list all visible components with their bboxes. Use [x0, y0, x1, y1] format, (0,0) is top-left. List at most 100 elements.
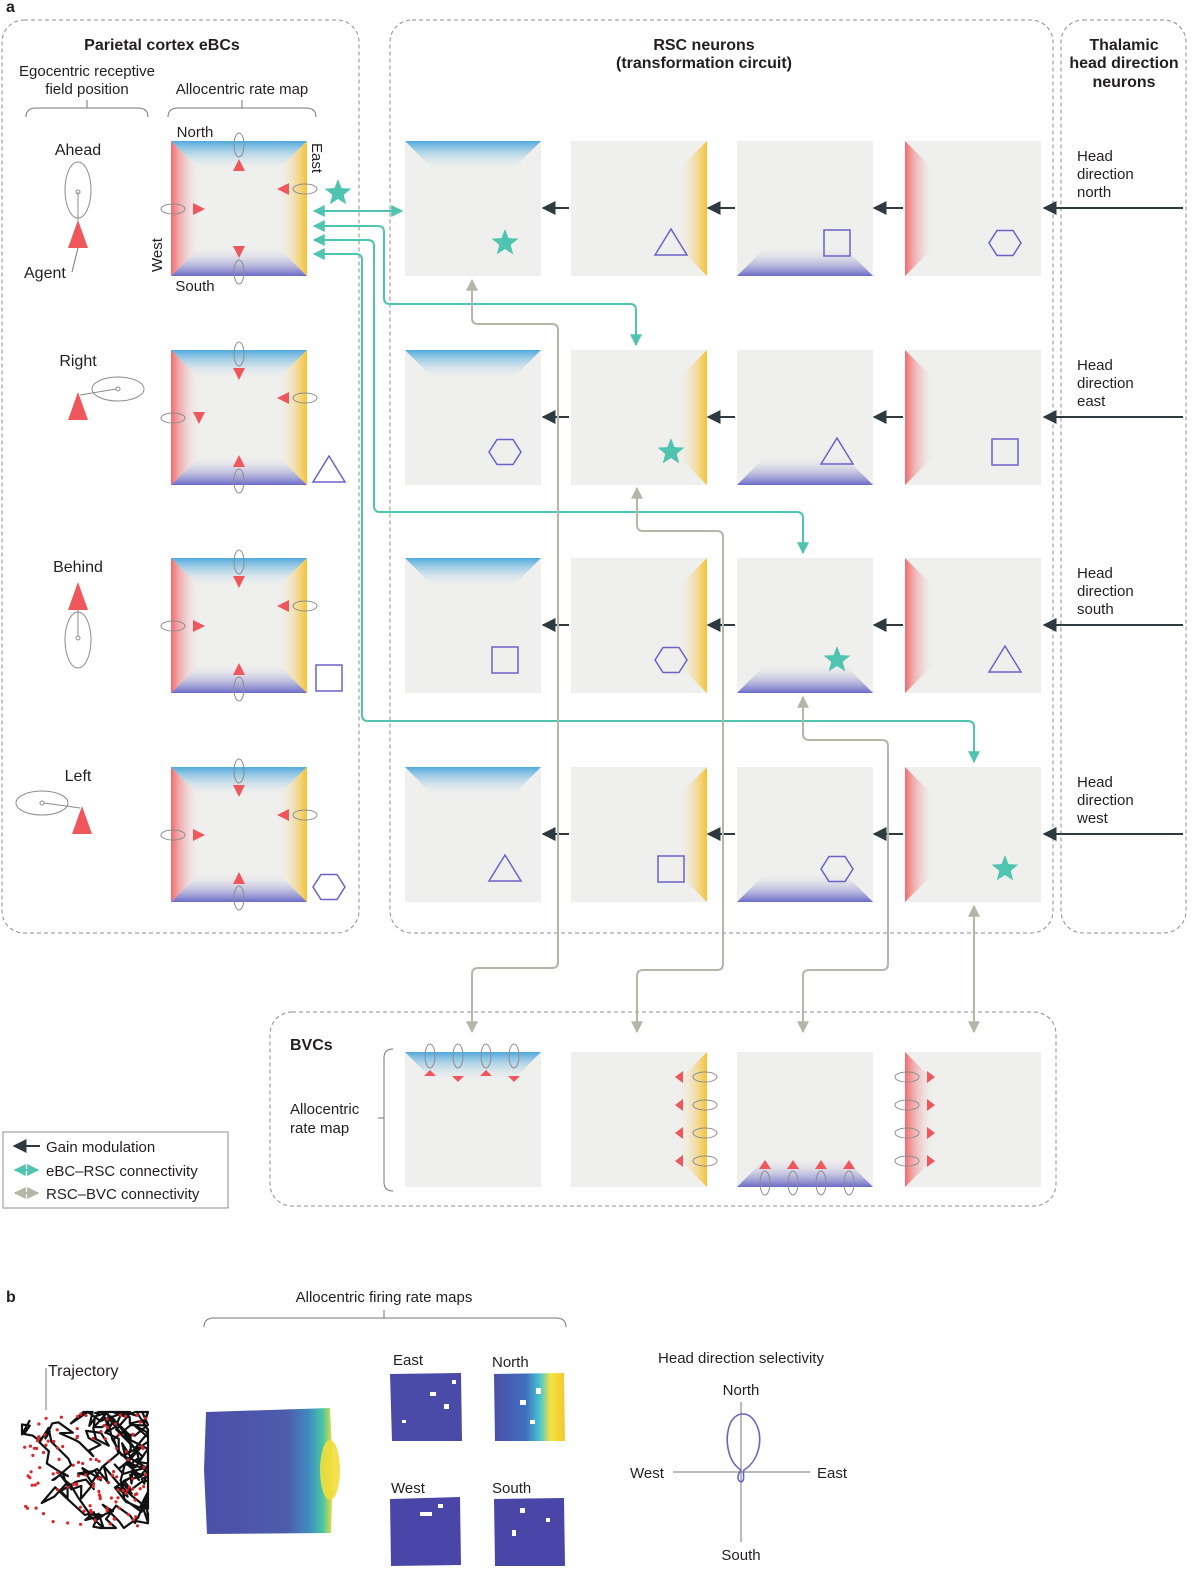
square-icon — [657, 855, 685, 883]
ebc-map-4 — [160, 758, 318, 911]
bvc-map-4 — [894, 1052, 1041, 1187]
bvc-map-1 — [405, 1043, 541, 1187]
rsc-bvc-link — [466, 278, 559, 1034]
bvc-label-line1: Allocentric — [290, 1101, 360, 1118]
allo-bracket — [167, 100, 317, 118]
agent-label: Agent — [24, 265, 66, 282]
hd-label-prefix: Head — [1077, 565, 1113, 582]
hd-label-mid: direction — [1077, 166, 1134, 183]
hd-label-prefix: Head — [1077, 148, 1113, 165]
row-label-behind: Behind — [53, 559, 103, 576]
thalamic-title-line2: head direction — [1069, 55, 1178, 72]
triangle-icon — [987, 644, 1023, 673]
rsc-map-r2-c1 — [405, 350, 541, 485]
legend: Gain modulation eBC–RSC connectivity RSC… — [2, 1131, 229, 1209]
thalamic-title-line1: Thalamic — [1089, 37, 1158, 54]
row-label-left: Left — [65, 768, 92, 785]
rsc-map-r2-c4 — [905, 350, 1041, 485]
ego-bracket — [25, 100, 149, 118]
hd-label-mid: direction — [1077, 375, 1134, 392]
square-icon — [315, 664, 343, 692]
row-label-right: Right — [59, 353, 97, 370]
rsc-map-r4-c3 — [737, 767, 873, 902]
rsc-map-r1-c3 — [737, 141, 873, 276]
star-icon — [991, 855, 1019, 881]
hd-north-label: North — [723, 1382, 760, 1399]
first-map-east-label: East — [308, 143, 325, 174]
hd-label-mid: direction — [1077, 583, 1134, 600]
rsc-map-r4-c2 — [571, 767, 707, 902]
agent-behind-icon — [64, 582, 92, 669]
first-map-west-label: West — [149, 237, 166, 272]
hd-label-dir: east — [1077, 393, 1106, 410]
maps-header: Allocentric firing rate maps — [296, 1289, 473, 1306]
south-rate-map — [494, 1498, 565, 1566]
map-label-south: South — [492, 1480, 531, 1497]
bvc-title: BVCs — [290, 1037, 333, 1054]
agent-ahead-icon — [64, 161, 92, 273]
panel-label-b: b — [6, 1289, 16, 1306]
allo-header: Allocentric rate map — [176, 81, 309, 98]
triangle-icon — [311, 454, 347, 483]
hd-east-label: East — [817, 1465, 848, 1482]
rsc-map-r4-c1 — [405, 767, 541, 902]
hd-label-prefix: Head — [1077, 357, 1113, 374]
hd-label-dir: west — [1076, 810, 1109, 827]
square-icon — [991, 438, 1019, 466]
hd-title: Head direction selectivity — [658, 1350, 824, 1367]
trajectory-label: Trajectory — [48, 1363, 119, 1380]
first-map-south-label: South — [175, 278, 214, 295]
hd-label-prefix: Head — [1077, 774, 1113, 791]
ebc-rsc-link — [312, 248, 980, 764]
rsc-map-r2-c3 — [737, 350, 873, 485]
parietal-group-box — [1, 19, 360, 934]
bvc-group-box — [269, 1011, 1057, 1207]
rsc-map-r3-c4 — [905, 558, 1041, 693]
trajectory-plot — [20, 1410, 150, 1530]
star-icon — [324, 179, 352, 205]
overall-rate-map — [204, 1408, 340, 1534]
east-rate-map — [390, 1373, 462, 1441]
bvc-bracket — [378, 1048, 394, 1192]
legend-ebc-rsc-label: eBC–RSC connectivity — [46, 1163, 198, 1180]
rsc-title-line1: RSC neurons — [653, 37, 754, 54]
ebc-map-1 — [160, 132, 318, 285]
rsc-title-line2: (transformation circuit) — [616, 55, 792, 72]
rsc-map-r3-c2 — [571, 558, 707, 693]
hd-label-dir: south — [1077, 601, 1114, 618]
bvc-map-2 — [571, 1052, 718, 1187]
agent-right-icon — [68, 376, 145, 420]
ebc-map-2 — [160, 341, 318, 494]
rsc-map-r1-c1 — [405, 141, 541, 276]
parietal-title: Parietal cortex eBCs — [84, 37, 240, 54]
connectivity-lines — [312, 201, 1183, 1034]
map-label-east: East — [393, 1352, 424, 1369]
rsc-bvc-link — [797, 695, 889, 1034]
maps-bracket — [203, 1310, 567, 1328]
rsc-map-r4-c4 — [905, 767, 1041, 902]
hd-label-dir: north — [1077, 184, 1111, 201]
row-label-ahead: Ahead — [55, 142, 101, 159]
map-label-north: North — [492, 1354, 529, 1371]
rsc-map-r3-c1 — [405, 558, 541, 693]
panel-label-a: a — [6, 0, 15, 16]
hd-label-mid: direction — [1077, 792, 1134, 809]
triangle-icon — [487, 853, 523, 882]
rsc-bvc-link — [631, 486, 724, 1034]
thalamic-group-box — [1060, 19, 1187, 934]
agent-left-icon — [15, 790, 92, 834]
hexagon-icon — [820, 855, 854, 883]
rsc-map-r1-c2 — [571, 141, 707, 276]
hexagon-icon — [312, 873, 346, 901]
north-rate-map — [494, 1373, 565, 1441]
ebc-map-3 — [160, 549, 318, 702]
map-label-west: West — [391, 1480, 426, 1497]
hexagon-icon — [988, 229, 1022, 257]
thalamic-title-line3: neurons — [1092, 74, 1155, 91]
first-map-north-label: North — [177, 124, 214, 141]
rsc-group-box — [389, 19, 1054, 934]
hd-south-label: South — [721, 1547, 760, 1564]
ego-header-line1: Egocentric receptive — [19, 63, 155, 80]
rate-map-grid — [160, 132, 1041, 1196]
